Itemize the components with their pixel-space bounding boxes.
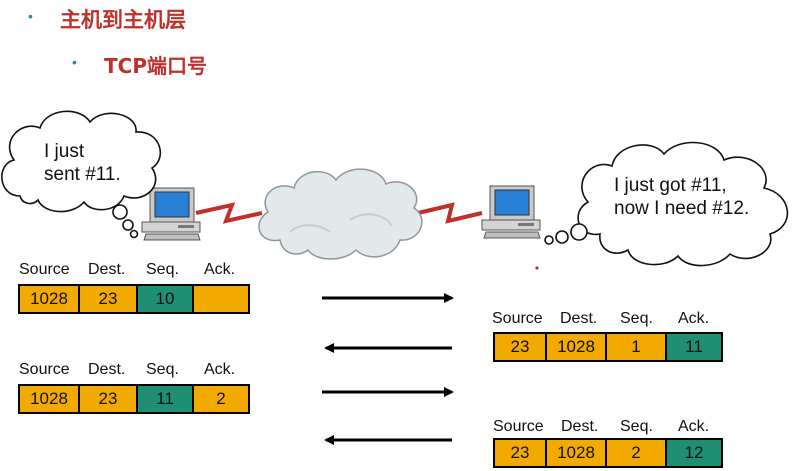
link-right	[417, 202, 483, 224]
cell-source: 23	[493, 438, 547, 468]
cell-source: 1028	[18, 384, 80, 414]
header-ack: Ack.	[678, 418, 710, 435]
cell-ack: 11	[665, 332, 723, 362]
heading-level-1: 主机到主机层	[60, 8, 186, 32]
cell-dest: 1028	[545, 438, 607, 468]
thought-bubble-right	[544, 141, 789, 267]
cell-seq: 1	[605, 332, 667, 362]
computer-right-icon	[481, 185, 541, 239]
cell-ack: 2	[192, 384, 250, 414]
bubble-text-left: I just sent #11.	[44, 141, 121, 185]
link-left	[195, 202, 263, 224]
cell-source: 23	[493, 332, 547, 362]
cell-seq: 2	[605, 438, 667, 468]
cell-ack	[192, 284, 250, 314]
computer-left-icon	[141, 187, 201, 241]
header-dest: Dest.	[88, 361, 126, 378]
cell-seq: 11	[136, 384, 194, 414]
bullet-dot-2: •	[72, 54, 77, 70]
marker-dot	[535, 266, 539, 270]
header-seq: Seq.	[146, 261, 179, 278]
heading-level-2: TCP端口号	[104, 54, 207, 78]
header-source: Source	[493, 418, 544, 435]
bullet-dot-1: •	[28, 8, 33, 24]
cell-dest: 1028	[545, 332, 607, 362]
header-seq: Seq.	[620, 418, 653, 435]
header-source: Source	[19, 261, 70, 278]
header-ack: Ack.	[204, 361, 236, 378]
network-cloud-icon	[258, 168, 423, 260]
cell-source: 1028	[18, 284, 80, 314]
header-dest: Dest.	[561, 418, 599, 435]
header-ack: Ack.	[678, 310, 710, 327]
cell-seq: 10	[136, 284, 194, 314]
header-ack: Ack.	[204, 261, 236, 278]
cell-ack: 12	[665, 438, 723, 468]
header-dest: Dest.	[88, 261, 126, 278]
header-dest: Dest.	[560, 310, 598, 327]
header-seq: Seq.	[620, 310, 653, 327]
cell-dest: 23	[78, 384, 138, 414]
bubble-text-right: I just got #11, now I need #12.	[614, 175, 750, 219]
header-source: Source	[19, 361, 70, 378]
cell-dest: 23	[78, 284, 138, 314]
header-source: Source	[492, 310, 543, 327]
header-seq: Seq.	[146, 361, 179, 378]
thought-bubble-left	[1, 110, 162, 239]
